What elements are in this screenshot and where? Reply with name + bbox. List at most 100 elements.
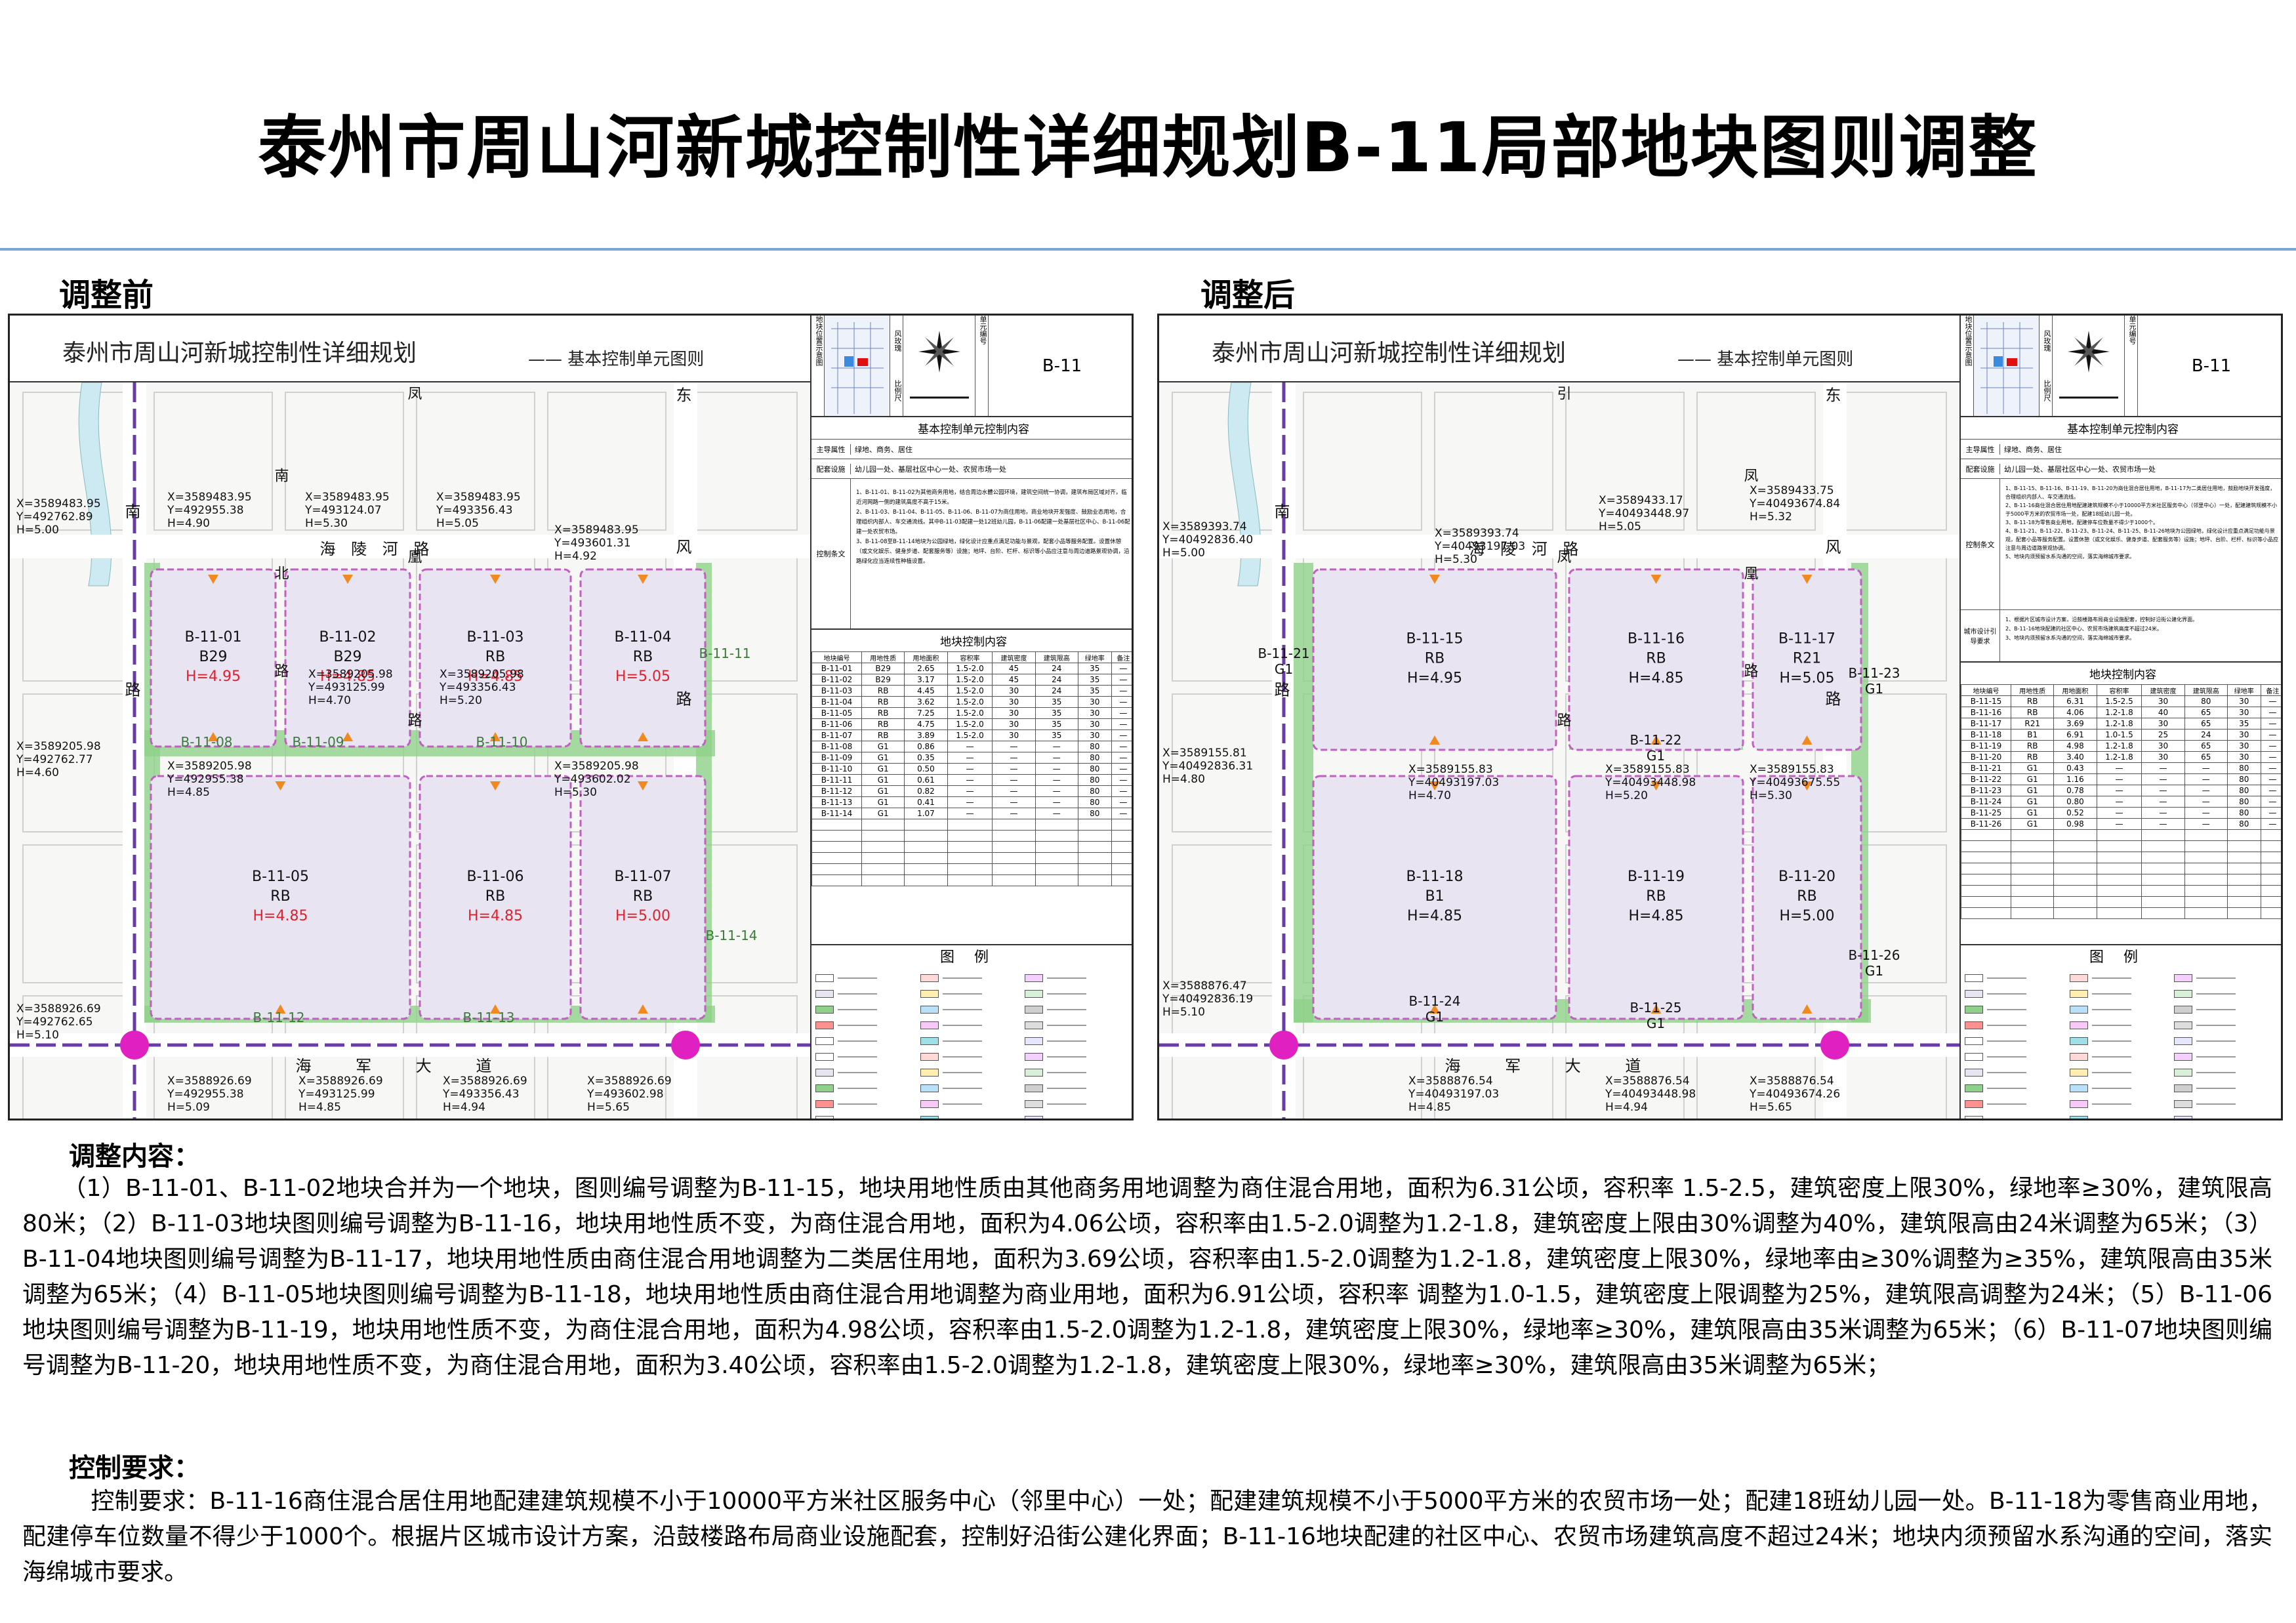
plot-boundary bbox=[579, 775, 707, 1020]
green-plot-use: G1 bbox=[1865, 681, 1883, 697]
table-cell: — bbox=[1111, 729, 1132, 741]
location-map bbox=[1974, 316, 2040, 416]
plot-use: RB bbox=[633, 649, 653, 665]
table-cell bbox=[2226, 840, 2261, 852]
legend-swatch bbox=[2069, 1080, 2175, 1096]
table-cell: 24 bbox=[1035, 685, 1078, 697]
access-arrow bbox=[1429, 781, 1440, 791]
road-name: 海 军 大 道 bbox=[1445, 1057, 1661, 1075]
table-cell bbox=[1960, 863, 2012, 874]
table-cell: B-11-01 bbox=[811, 663, 863, 674]
table-cell bbox=[2226, 896, 2261, 908]
legend-swatch bbox=[920, 1112, 1025, 1119]
table-cell: 1.16 bbox=[2053, 773, 2097, 785]
table-cell bbox=[2053, 863, 2097, 874]
table-cell: — bbox=[2260, 695, 2281, 707]
legend-swatch bbox=[1965, 1017, 2070, 1033]
table-header-row: 地块编号用地性质用地面积容积率建筑密度建筑限高绿地率备注 bbox=[1960, 684, 2281, 696]
background-block bbox=[1696, 392, 1816, 531]
legend-swatch bbox=[1025, 970, 1130, 986]
table-cell bbox=[947, 830, 993, 842]
table-cell: 1.5-2.0 bbox=[947, 729, 993, 741]
table-cell: 80 bbox=[1077, 763, 1112, 775]
table-cell: 80 bbox=[1077, 785, 1112, 797]
legend-swatch bbox=[2174, 1080, 2279, 1096]
plot-height: H=4.85 bbox=[253, 908, 308, 924]
interchange-marker bbox=[671, 1031, 700, 1059]
table-cell: 0.50 bbox=[904, 763, 948, 775]
road-name: 东 风 路 bbox=[1822, 386, 1841, 771]
table-cell: — bbox=[2260, 773, 2281, 785]
facility: 幼儿园一处、基层社区中心一处、农贸市场一处 bbox=[855, 464, 1006, 474]
table-cell bbox=[992, 819, 1036, 831]
coord-h: H=4.80 bbox=[1162, 773, 1205, 786]
table-cell bbox=[1077, 874, 1112, 886]
access-arrow bbox=[490, 1004, 501, 1014]
coord-y: Y=492762.89 bbox=[16, 510, 93, 524]
table-cell: B-11-16 bbox=[1960, 707, 2012, 718]
table-cell: 35 bbox=[1077, 685, 1112, 697]
table-cell: — bbox=[2096, 796, 2142, 808]
legend-swatch bbox=[1025, 1049, 1130, 1065]
green-plot-id: B-11-25 bbox=[1630, 1000, 1681, 1016]
table-cell: 3.62 bbox=[904, 696, 948, 708]
plot-id: B-11-18 bbox=[1406, 869, 1464, 885]
legend-swatch bbox=[2174, 1033, 2279, 1049]
coord-y: Y=492955.38 bbox=[167, 504, 244, 517]
plot-use: RB bbox=[633, 888, 653, 905]
facility-label: 配套设施 bbox=[811, 463, 851, 474]
access-arrow bbox=[1650, 575, 1662, 584]
table-cell: 80 bbox=[2226, 818, 2261, 830]
coord-x: X=3589155.81 bbox=[1162, 747, 1247, 760]
table-cell: — bbox=[2184, 773, 2228, 785]
table-cell bbox=[1960, 896, 2012, 908]
wind-label: 风玫瑰 bbox=[893, 329, 902, 352]
coord-h: H=4.85 bbox=[167, 786, 210, 799]
table-cell: — bbox=[1111, 808, 1132, 819]
table-cell: — bbox=[1111, 696, 1132, 708]
table-cell: — bbox=[2096, 807, 2142, 819]
table-cell: — bbox=[2260, 818, 2281, 830]
table-cell: 80 bbox=[2226, 762, 2261, 774]
table-cell bbox=[2096, 885, 2142, 897]
table-cell bbox=[1960, 852, 2012, 863]
table-cell: RB bbox=[2011, 707, 2055, 718]
compass bbox=[903, 316, 975, 416]
clause-list: 1、B-11-15、B-11-16、B-11-19、B-11-20为商住混合居住… bbox=[2000, 479, 2281, 609]
green-plot-use: G1 bbox=[1425, 1009, 1444, 1025]
table-cell: 7.25 bbox=[904, 707, 948, 719]
legend-swatch bbox=[815, 1049, 920, 1065]
table-cell: — bbox=[1035, 796, 1078, 808]
legend-swatch bbox=[2174, 1049, 2279, 1065]
table-cell: B-11-21 bbox=[1960, 762, 2012, 774]
table-cell: 65 bbox=[2184, 751, 2228, 763]
legend-swatch bbox=[815, 1096, 920, 1112]
table-cell bbox=[992, 830, 1036, 842]
coord-x: X=3589483.95 bbox=[305, 491, 390, 504]
table-cell: 1.0-1.5 bbox=[2096, 729, 2142, 741]
table-cell bbox=[2141, 874, 2185, 886]
legend-swatch bbox=[1965, 1096, 2070, 1112]
table-cell: — bbox=[2096, 762, 2142, 774]
table-cell bbox=[904, 874, 948, 886]
table-cell: G1 bbox=[2011, 773, 2055, 785]
table-cell: 30 bbox=[2226, 707, 2261, 718]
table-cell: G1 bbox=[861, 752, 905, 764]
green-plot-id: B-11-11 bbox=[699, 646, 750, 661]
table-cell: — bbox=[1111, 685, 1132, 697]
table-row bbox=[1960, 840, 2281, 852]
table-header-cell: 地块编号 bbox=[811, 651, 863, 663]
coord-x: X=3588926.69 bbox=[298, 1075, 383, 1088]
table-cell: 45 bbox=[992, 663, 1036, 674]
green-plot-id: B-11-14 bbox=[705, 928, 757, 943]
table-cell bbox=[2053, 896, 2097, 908]
table-cell: 35 bbox=[1035, 696, 1078, 708]
road-name: 海 陵 河 路 bbox=[1469, 540, 1584, 558]
coord-h: H=5.00 bbox=[16, 524, 59, 537]
table-cell: — bbox=[2184, 818, 2228, 830]
legend-swatch bbox=[1965, 1065, 2070, 1080]
access-arrow bbox=[342, 575, 353, 584]
table-cell bbox=[2053, 829, 2097, 841]
table-cell: 24 bbox=[1035, 663, 1078, 674]
